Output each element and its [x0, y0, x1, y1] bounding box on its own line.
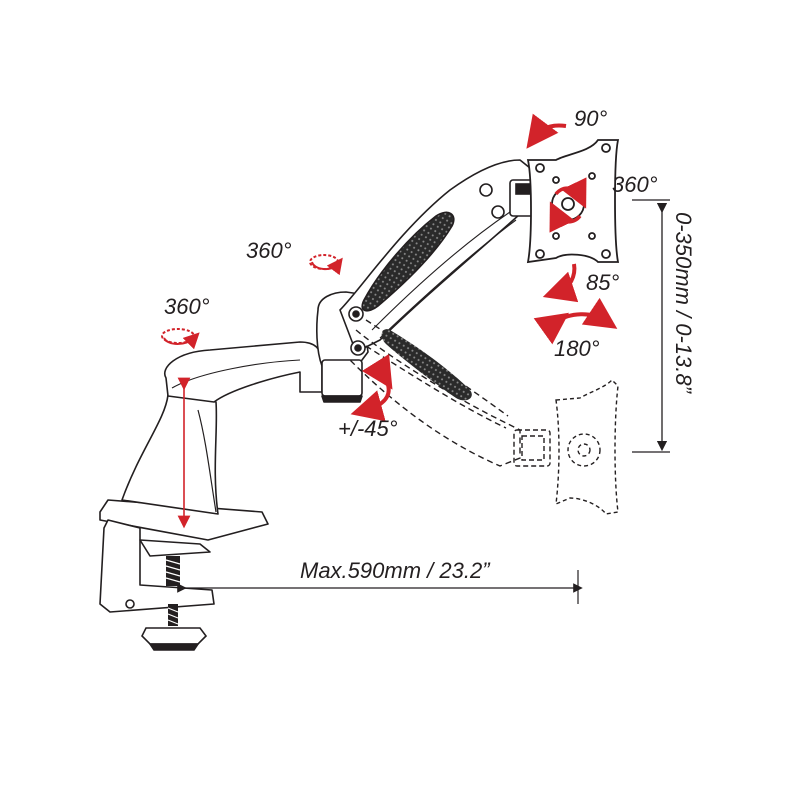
tilt-arrow-icon: [526, 113, 567, 149]
reach-dimension: [177, 570, 583, 604]
pan-label: 180°: [554, 336, 600, 361]
swivel-base-label: 360°: [164, 294, 210, 319]
height-dimension: [632, 199, 670, 453]
upper-arm: [339, 159, 535, 356]
upper-arm-grip-pad: [361, 211, 455, 312]
tilt-down-arrow-icon: [542, 263, 579, 303]
vesa-plate-lower: [555, 379, 619, 515]
tilt-top-label: 90°: [574, 106, 607, 131]
tilt-down-label: 85°: [586, 270, 619, 295]
lower-arm-grip-pad: [381, 329, 472, 401]
swivel-base-arrow-icon: [161, 328, 200, 350]
clamp-screw: [165, 556, 181, 626]
vesa-plate-upper: [526, 139, 620, 264]
swivel-upper-label: 360°: [246, 238, 292, 263]
swivel-arrow-icon: [309, 254, 343, 276]
rotate-arrow-icon: [549, 177, 587, 233]
clamp-jaw: [139, 539, 211, 557]
height-range-label: 0-350mm / 0-13.8”: [671, 212, 696, 395]
clamp-knob: [141, 627, 208, 651]
arm-tilt-arrow-icon: [350, 353, 393, 422]
rotate-plate-label: 360°: [612, 172, 658, 197]
reach-label: Max.590mm / 23.2”: [300, 558, 491, 583]
base-column: [121, 341, 323, 515]
pan-arrow-icon: [533, 297, 618, 345]
arm-tilt-label: +/-45°: [338, 416, 398, 441]
lower-tilt-head: [513, 429, 551, 467]
